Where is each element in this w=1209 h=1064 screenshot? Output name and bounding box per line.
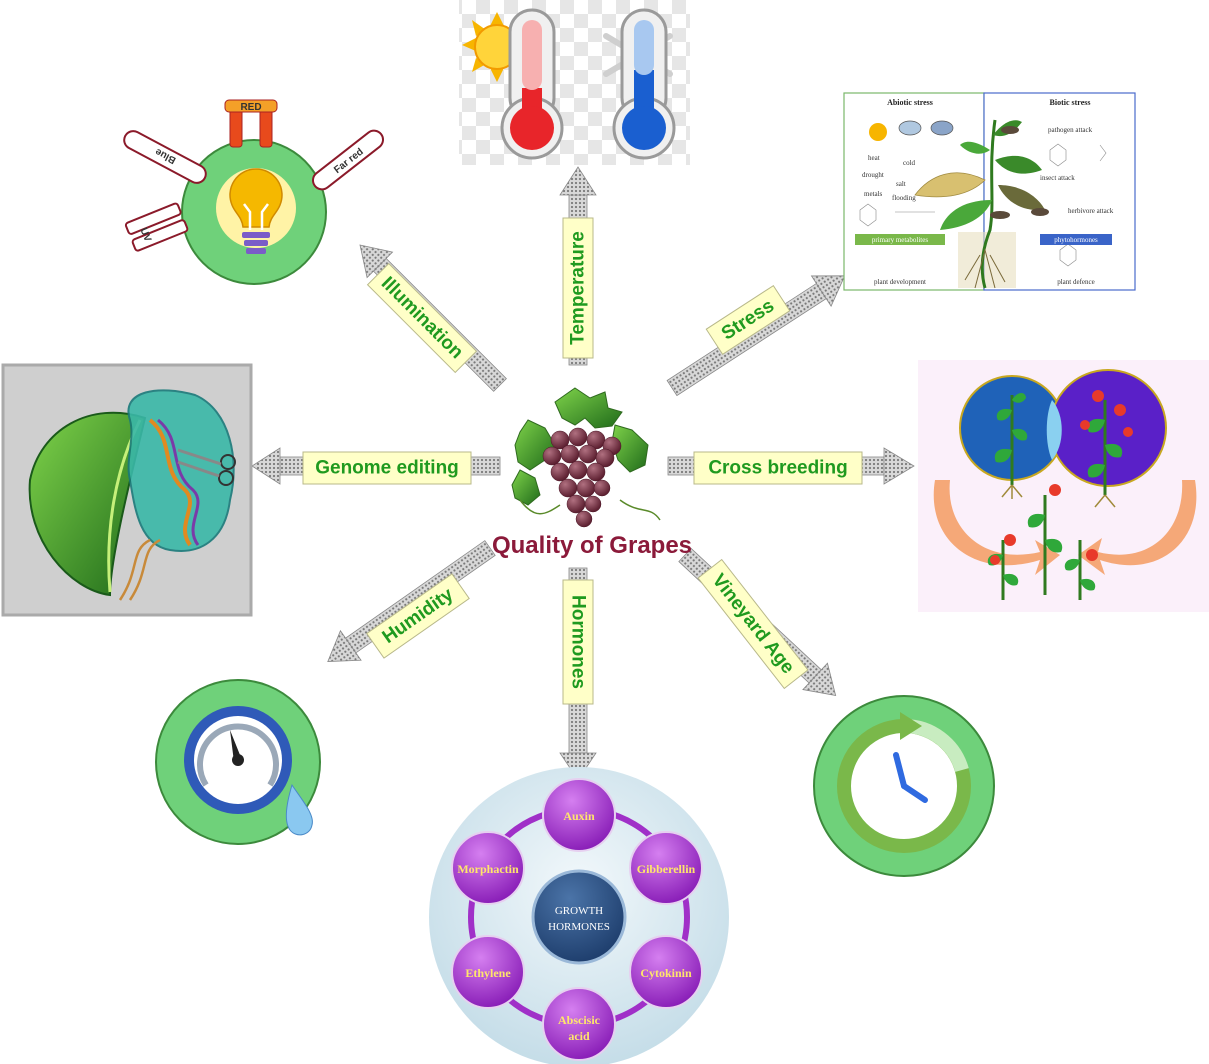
cytokinin-text: Cytokinin xyxy=(640,966,692,980)
biotic-item: herbivore attack xyxy=(1068,207,1114,215)
far-red-light-tube: Far red xyxy=(311,129,385,191)
hormone-node-morphactin xyxy=(451,831,525,905)
plant-development-text: plant development xyxy=(874,278,926,286)
hormone-node-abscisic-acid xyxy=(542,987,616,1061)
blue-light-tube: Blue xyxy=(123,130,207,184)
molecule-drawing xyxy=(859,203,935,227)
primary-metabolites-text: primary metabolites xyxy=(872,236,928,244)
abiotic-item: heat xyxy=(868,154,880,162)
center-title: Quality of Grapes xyxy=(492,532,692,559)
hormone-node-gibberellin xyxy=(629,831,703,905)
grape-berries xyxy=(542,427,622,528)
genome-editing-panel xyxy=(1,363,253,617)
hormone-node-auxin xyxy=(542,778,616,852)
hormones-panel: GROWTH HORMONES Auxin Gibberellin Cytoki… xyxy=(429,767,729,1064)
vineyard-age-text: Vineyard Age xyxy=(708,570,799,678)
cell-icon xyxy=(127,389,235,552)
cloud-icon xyxy=(898,120,922,136)
vine-leaves xyxy=(511,387,649,506)
uv-light-tube: UV xyxy=(124,202,189,252)
illumination-text: Illumination xyxy=(377,273,467,363)
illumination-panel: RED Blue Far red UV xyxy=(123,99,385,285)
growth-hormones-node xyxy=(531,869,627,965)
cold-thermometer-icon xyxy=(612,8,676,160)
humidity-panel xyxy=(155,679,321,845)
sun-small-icon xyxy=(869,123,887,141)
abiotic-item: drought xyxy=(862,171,884,179)
label-genome-editing: Genome editing xyxy=(302,451,472,485)
label-illumination: Illumination xyxy=(366,262,478,374)
growth-hormones-line2: HORMONES xyxy=(548,921,610,933)
biotic-title: Biotic stress xyxy=(1050,98,1091,107)
red-label: RED xyxy=(240,102,261,113)
abiotic-item: cold xyxy=(903,159,916,167)
refresh-arrowhead-icon xyxy=(900,712,922,740)
water-drop-icon xyxy=(285,783,313,836)
clock-hands-icon xyxy=(893,752,928,803)
cross-breeding-panel xyxy=(918,360,1209,612)
plant-defence-text: plant defence xyxy=(1057,278,1095,286)
growth-hormones-line1: GROWTH xyxy=(555,905,603,917)
hormone-node-cytokinin xyxy=(629,935,703,1009)
label-hormones: Hormones xyxy=(562,579,594,705)
hot-thermometer-icon xyxy=(500,8,564,160)
dna-strand xyxy=(148,418,192,547)
temperature-text: Temperature xyxy=(568,231,589,345)
hormone-node-ethylene xyxy=(451,935,525,1009)
hormones-text: Hormones xyxy=(568,595,589,689)
gibberellin-text: Gibberellin xyxy=(637,862,696,876)
auxin-text: Auxin xyxy=(563,809,595,823)
genome-editing-text: Genome editing xyxy=(315,458,459,479)
phytohormones-text: phytohormones xyxy=(1054,236,1098,244)
abscisic-line2: acid xyxy=(568,1029,590,1043)
abscisic-line1: Abscisic xyxy=(558,1013,601,1027)
temperature-panel xyxy=(459,0,690,165)
red-light-tube: RED xyxy=(224,99,278,148)
abiotic-item: metals xyxy=(864,190,883,198)
offspring-plants xyxy=(987,484,1098,600)
scissors-icon xyxy=(177,448,236,486)
stress-panel: Abiotic stress Biotic stress heat cold d… xyxy=(843,92,1136,291)
primary-metabolites-bar xyxy=(855,234,945,245)
arrow-left-curve xyxy=(933,480,1060,575)
ethylene-text: Ethylene xyxy=(465,966,511,980)
parent-circle-purple xyxy=(1049,369,1167,487)
abiotic-item: flooding xyxy=(892,194,916,202)
biotic-item: insect attack xyxy=(1040,174,1075,182)
leaf-icon xyxy=(28,411,147,597)
dna-helix xyxy=(118,538,161,601)
label-cross-breeding: Cross breeding xyxy=(693,451,863,485)
abiotic-item: salt xyxy=(896,180,906,188)
parent-plant-flowering xyxy=(1080,390,1133,508)
morphactin-text: Morphactin xyxy=(457,862,519,876)
arrow-right-curve xyxy=(1078,480,1197,575)
grape-cluster xyxy=(511,387,661,528)
gauge-icon xyxy=(184,706,292,814)
overlap-region xyxy=(1046,400,1062,460)
vine-tendrils xyxy=(519,499,661,521)
stressed-plant-icon xyxy=(914,119,1049,289)
label-vineyard-age: Vineyard Age xyxy=(697,558,809,690)
uv-label: UV xyxy=(138,226,154,243)
bulb-icon xyxy=(216,168,296,254)
parent-plant-green xyxy=(994,393,1028,499)
biotic-item: pathogen attack xyxy=(1048,126,1093,134)
vineyard-age-panel xyxy=(813,695,995,877)
rain-cloud-icon xyxy=(930,120,954,136)
label-temperature: Temperature xyxy=(562,217,594,359)
phytohormones-bar xyxy=(1040,234,1112,245)
arrow-stress xyxy=(666,275,846,397)
dna-strand xyxy=(157,418,200,546)
cross-breeding-text: Cross breeding xyxy=(708,458,847,479)
abiotic-title: Abiotic stress xyxy=(887,98,933,107)
